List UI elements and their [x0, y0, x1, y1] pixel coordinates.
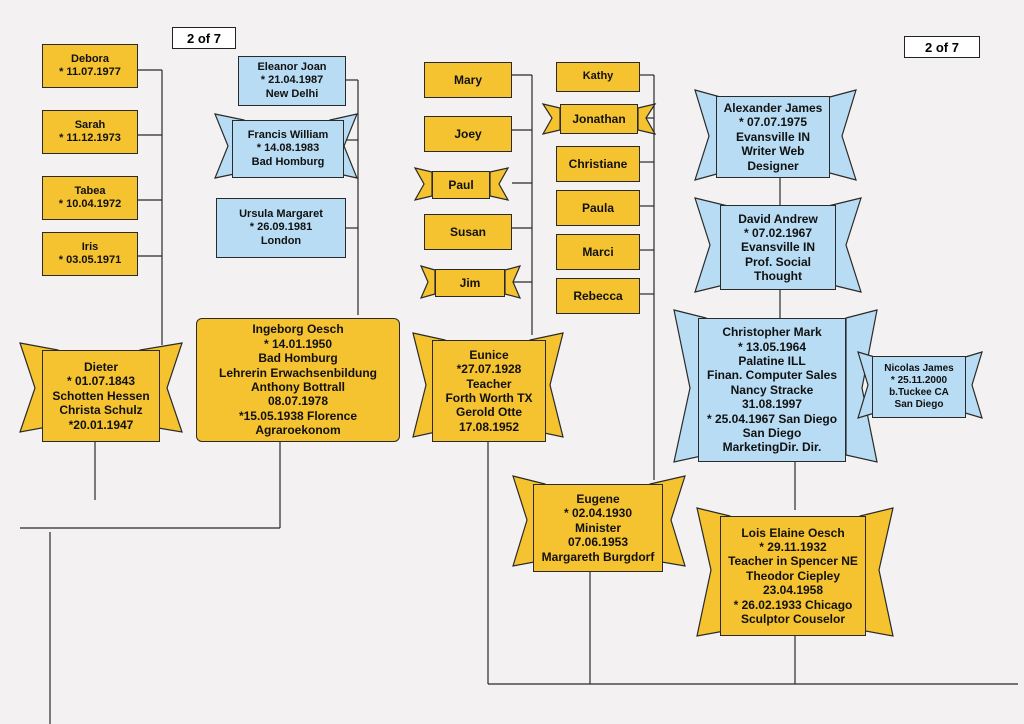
person-jonathan: Jonathan — [560, 104, 638, 134]
person-rebecca: Rebecca — [556, 278, 640, 314]
person-paula: Paula — [556, 190, 640, 226]
person-christiane: Christiane — [556, 146, 640, 182]
person-joey: Joey — [424, 116, 512, 152]
person-paul: Paul — [432, 171, 490, 199]
person-iris: Iris* 03.05.1971 — [42, 232, 138, 276]
person-sarah: Sarah* 11.12.1973 — [42, 110, 138, 154]
page-label-left: 2 of 7 — [172, 27, 236, 49]
person-jim: Jim — [435, 269, 505, 297]
person-kathy: Kathy — [556, 62, 640, 92]
person-tabea: Tabea* 10.04.1972 — [42, 176, 138, 220]
page-label-right: 2 of 7 — [904, 36, 980, 58]
person-debora: Debora* 11.07.1977 — [42, 44, 138, 88]
person-marci: Marci — [556, 234, 640, 270]
person-mary: Mary — [424, 62, 512, 98]
person-susan: Susan — [424, 214, 512, 250]
